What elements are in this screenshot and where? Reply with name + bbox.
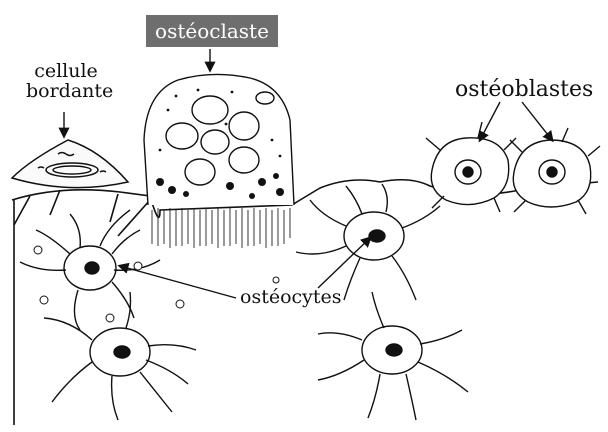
osteoclast-cell [144,74,294,248]
cellule-bordante-line2: bordante [26,80,113,102]
cellule-bordante-line1: cellule [34,60,98,82]
cellule-bordante-label: cellule bordante [26,62,106,102]
osteocyte-lower-right [318,292,468,420]
osteoblastes-label: ostéoblastes [455,78,593,101]
lining-cell [12,140,128,188]
osteoblast-right [510,128,600,214]
osteocyte-lower-left [44,292,196,420]
osteocytes-label: ostéocytes [240,288,342,308]
osteocyte-upper-right [296,184,440,300]
osteoclaste-label: ostéoclaste [146,15,278,47]
osteoblast-left [426,122,516,212]
